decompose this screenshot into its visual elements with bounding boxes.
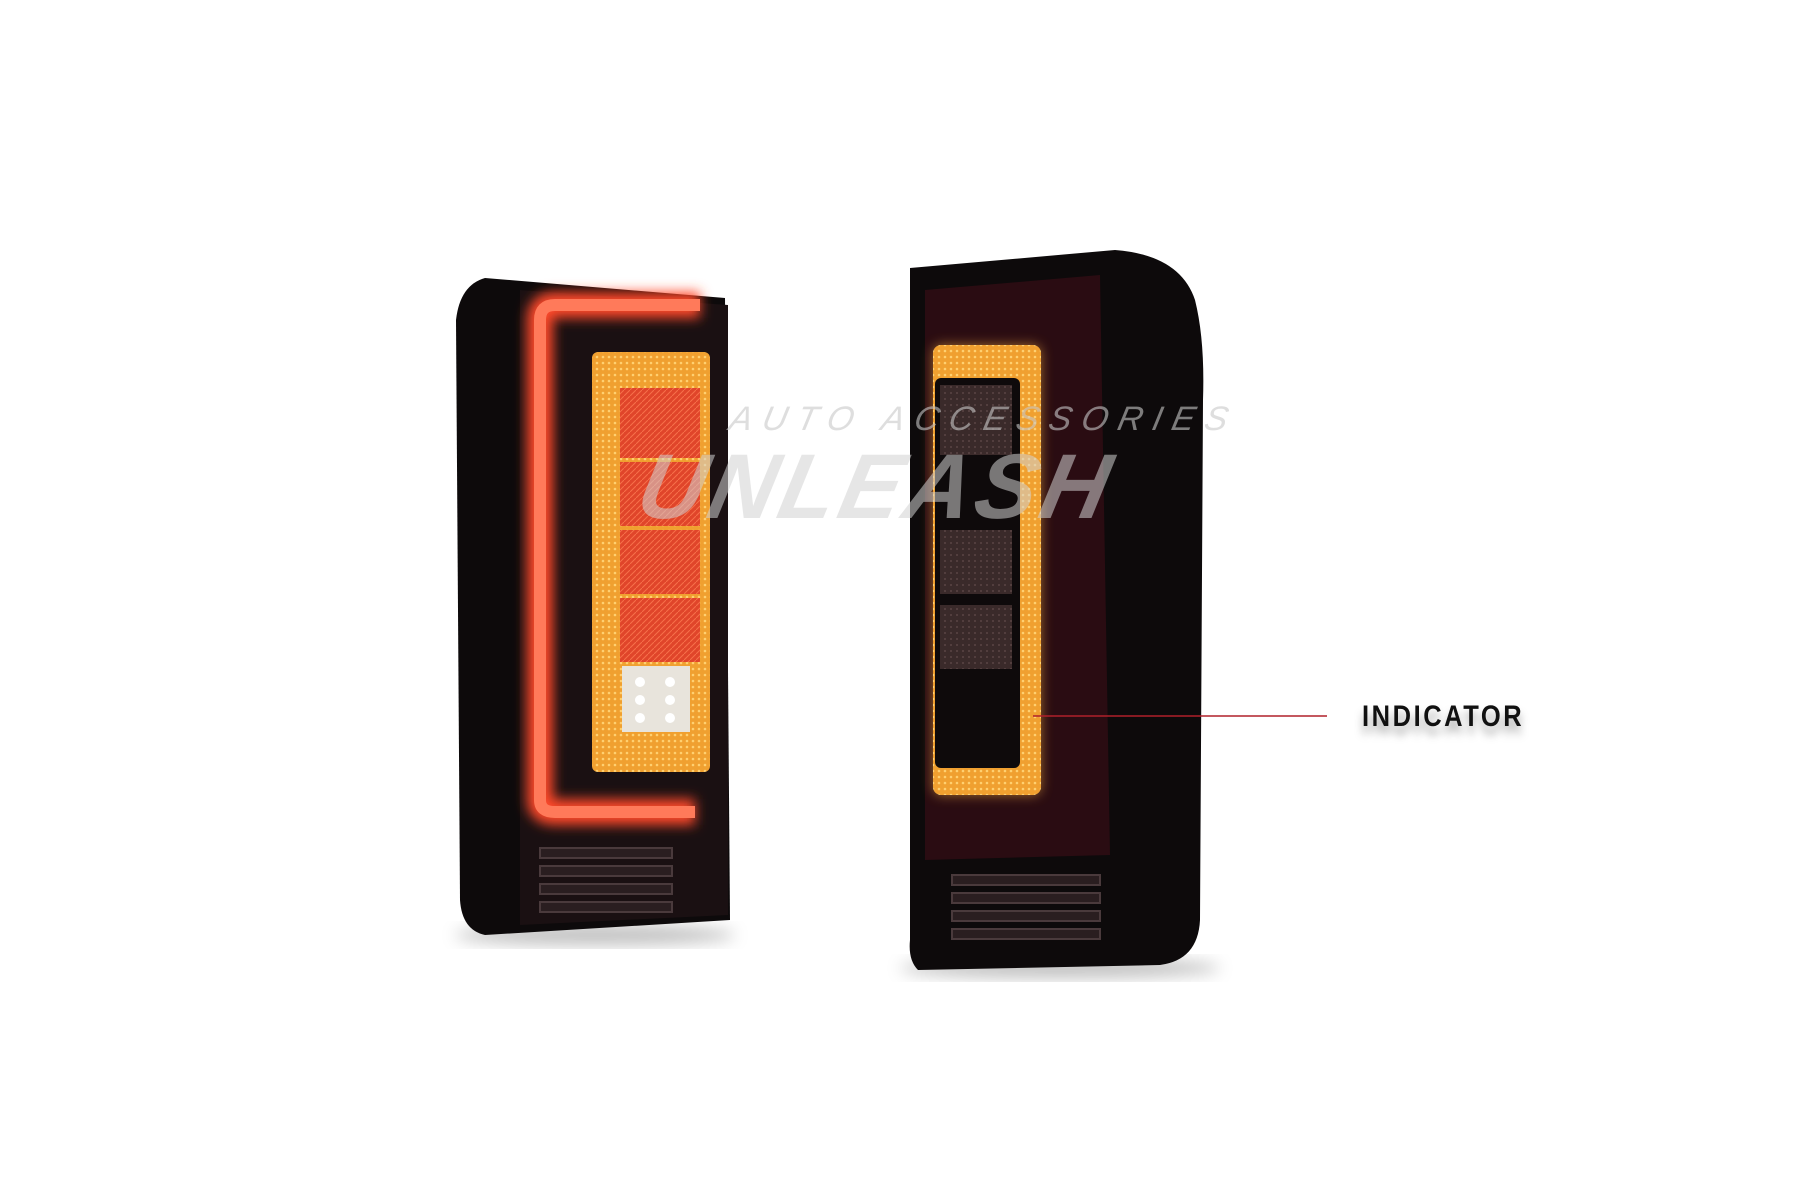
right-tail-lamp bbox=[900, 250, 1220, 978]
reverse-light bbox=[622, 666, 690, 732]
left-tail-lamp bbox=[455, 278, 735, 945]
watermark-tagline: AUTO ACCESSORIES bbox=[726, 400, 1242, 438]
watermark-brand: UNLEASH bbox=[629, 436, 1124, 538]
indicator-label: INDICATOR bbox=[1362, 700, 1525, 733]
